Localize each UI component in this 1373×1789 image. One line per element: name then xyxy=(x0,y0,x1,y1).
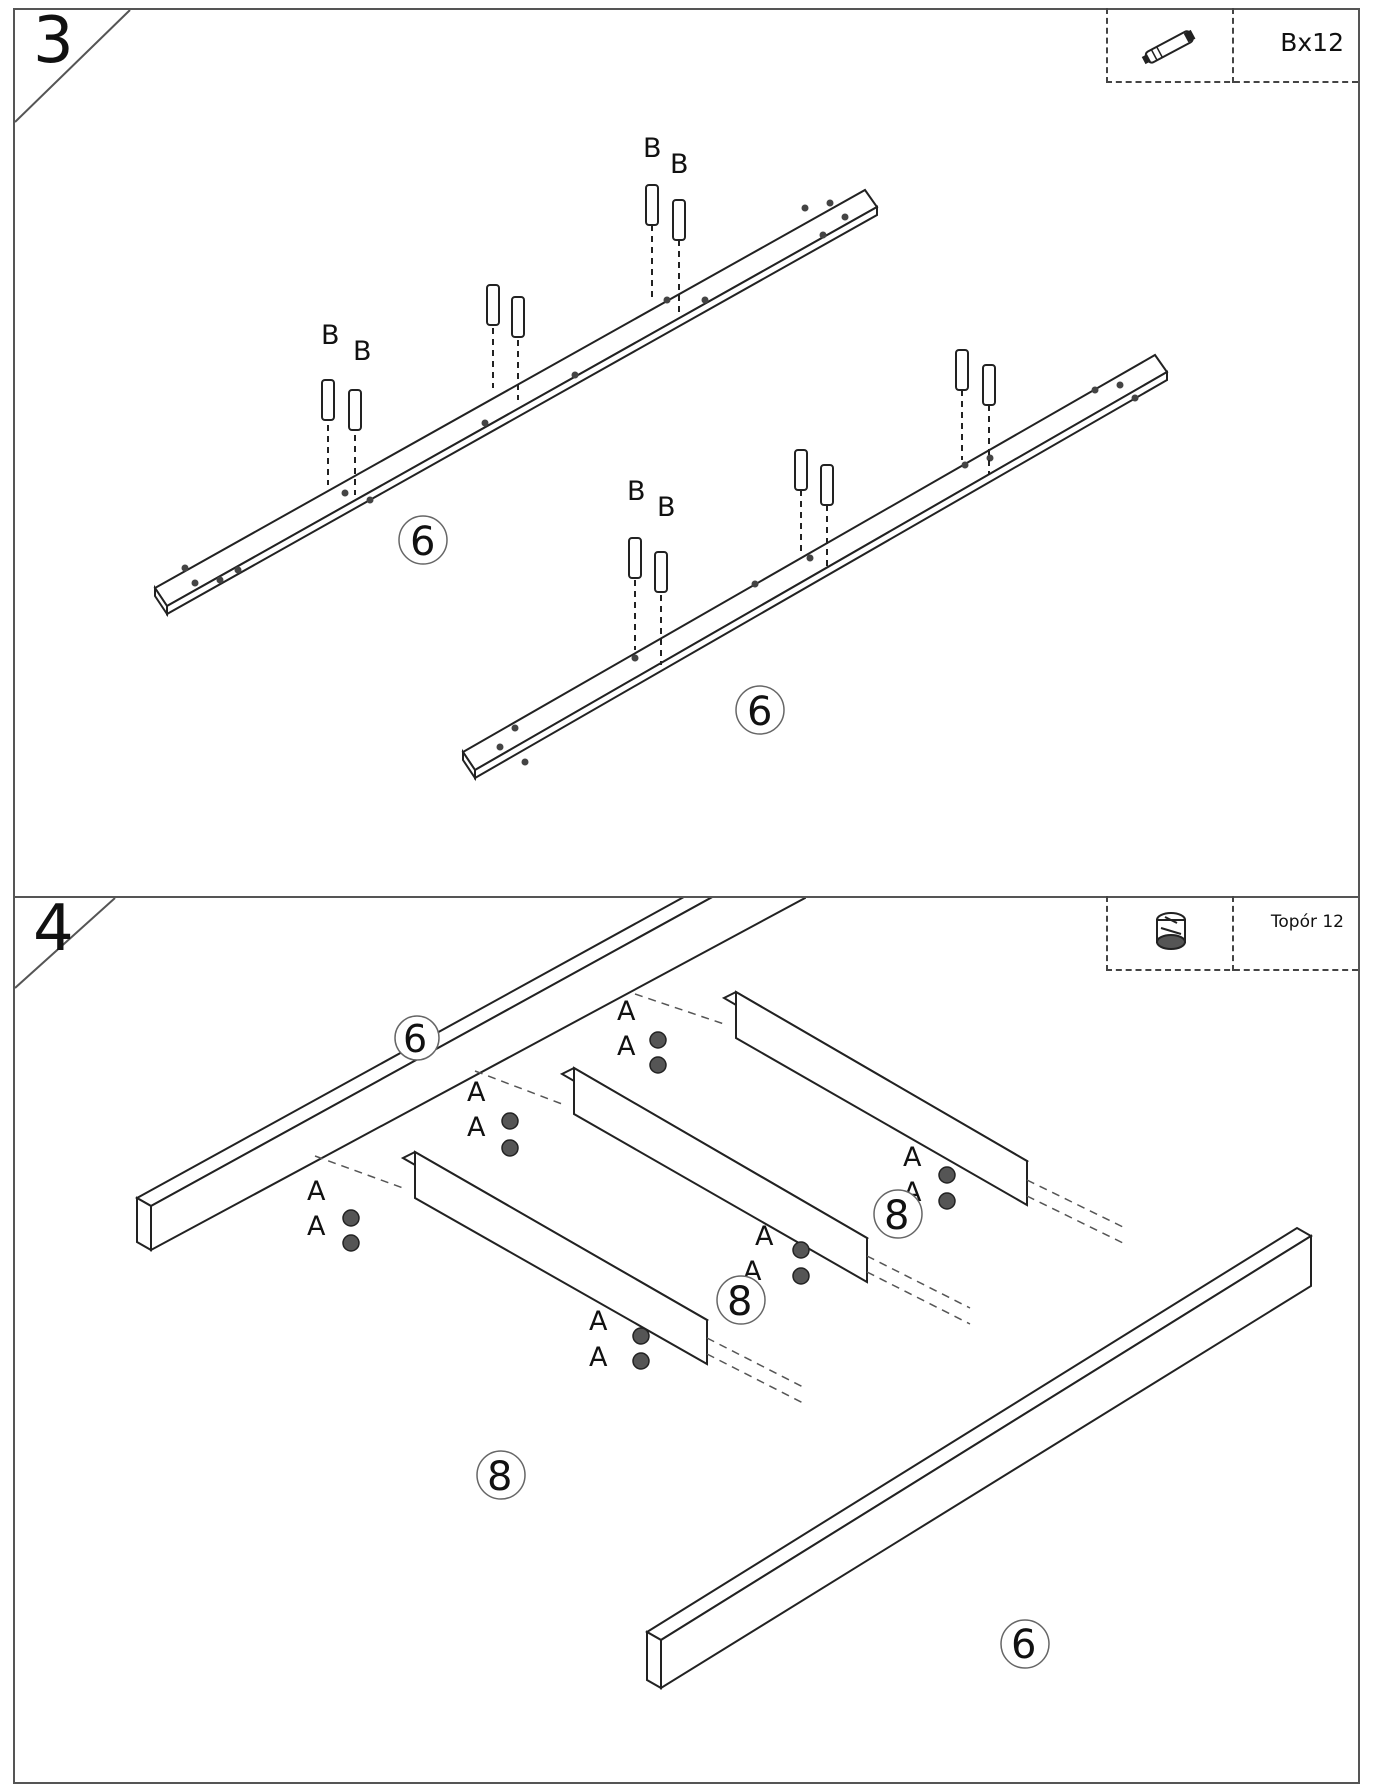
dowel-pin-icon xyxy=(1141,29,1196,65)
svg-text:A: A xyxy=(307,1176,326,1207)
slats-8 xyxy=(400,990,1030,1366)
svg-text:6: 6 xyxy=(1011,1622,1036,1668)
rail-6-right xyxy=(645,1226,1313,1690)
svg-text:A: A xyxy=(467,1077,486,1108)
svg-text:A: A xyxy=(307,1211,326,1242)
svg-text:A: A xyxy=(589,1342,608,1373)
svg-text:A: A xyxy=(617,1031,636,1062)
svg-text:8: 8 xyxy=(487,1454,512,1500)
svg-text:A: A xyxy=(589,1306,608,1337)
svg-text:A: A xyxy=(903,1142,922,1173)
svg-text:A: A xyxy=(755,1221,774,1252)
svg-text:A: A xyxy=(467,1112,486,1143)
svg-text:A: A xyxy=(617,996,636,1027)
step-corner-divider xyxy=(15,10,131,123)
step-number: 4 xyxy=(33,892,74,966)
cam-nut-labels: A A A A A A A A A A A A xyxy=(307,996,922,1373)
parts-box: Topór 12 xyxy=(1106,896,1358,971)
dowel-label: B xyxy=(670,149,689,180)
dowel-label: B xyxy=(657,492,676,523)
part-number-callouts: 6 6 8 8 8 xyxy=(394,1015,1050,1669)
step-4-illustration: A A A A A A A A A A A A 6 6 8 8 8 xyxy=(134,898,1313,1690)
dowels-upper xyxy=(321,184,686,495)
dowel-label: B xyxy=(321,320,340,351)
fastener-labels: B B B B B B xyxy=(321,133,689,523)
svg-text:8: 8 xyxy=(884,1193,909,1239)
step-4-panel: 4 Topór 12 xyxy=(13,892,1360,1784)
svg-text:6: 6 xyxy=(403,1017,427,1061)
svg-text:8: 8 xyxy=(727,1279,752,1325)
parts-quantity-label: Bx12 xyxy=(1280,28,1344,57)
parts-quantity-label: Topór 12 xyxy=(1270,912,1344,932)
board-6-upper-holes xyxy=(181,199,849,587)
cam-nuts xyxy=(342,1031,956,1370)
part-number: 6 xyxy=(747,689,772,735)
dowel-label: B xyxy=(627,476,646,507)
board-6-lower-holes xyxy=(496,381,1139,766)
part-number: 6 xyxy=(410,519,435,565)
alignment-guides xyxy=(314,993,1126,1405)
parts-box: Bx12 xyxy=(1106,8,1358,83)
step-corner-divider xyxy=(15,898,116,989)
part-number-callouts: 6 6 xyxy=(398,515,785,735)
dowel-label: B xyxy=(353,336,372,367)
board-6-lower xyxy=(461,353,1169,782)
step-3-illustration: B B B B B B 6 6 xyxy=(153,133,1169,782)
step-3-panel: 3 Bx12 xyxy=(13,4,1360,898)
board-6-upper xyxy=(153,188,879,618)
cam-lock-nut-icon xyxy=(1156,912,1186,950)
step-number: 3 xyxy=(33,4,74,78)
dowels-lower xyxy=(628,349,996,665)
dowel-label: B xyxy=(643,133,662,164)
